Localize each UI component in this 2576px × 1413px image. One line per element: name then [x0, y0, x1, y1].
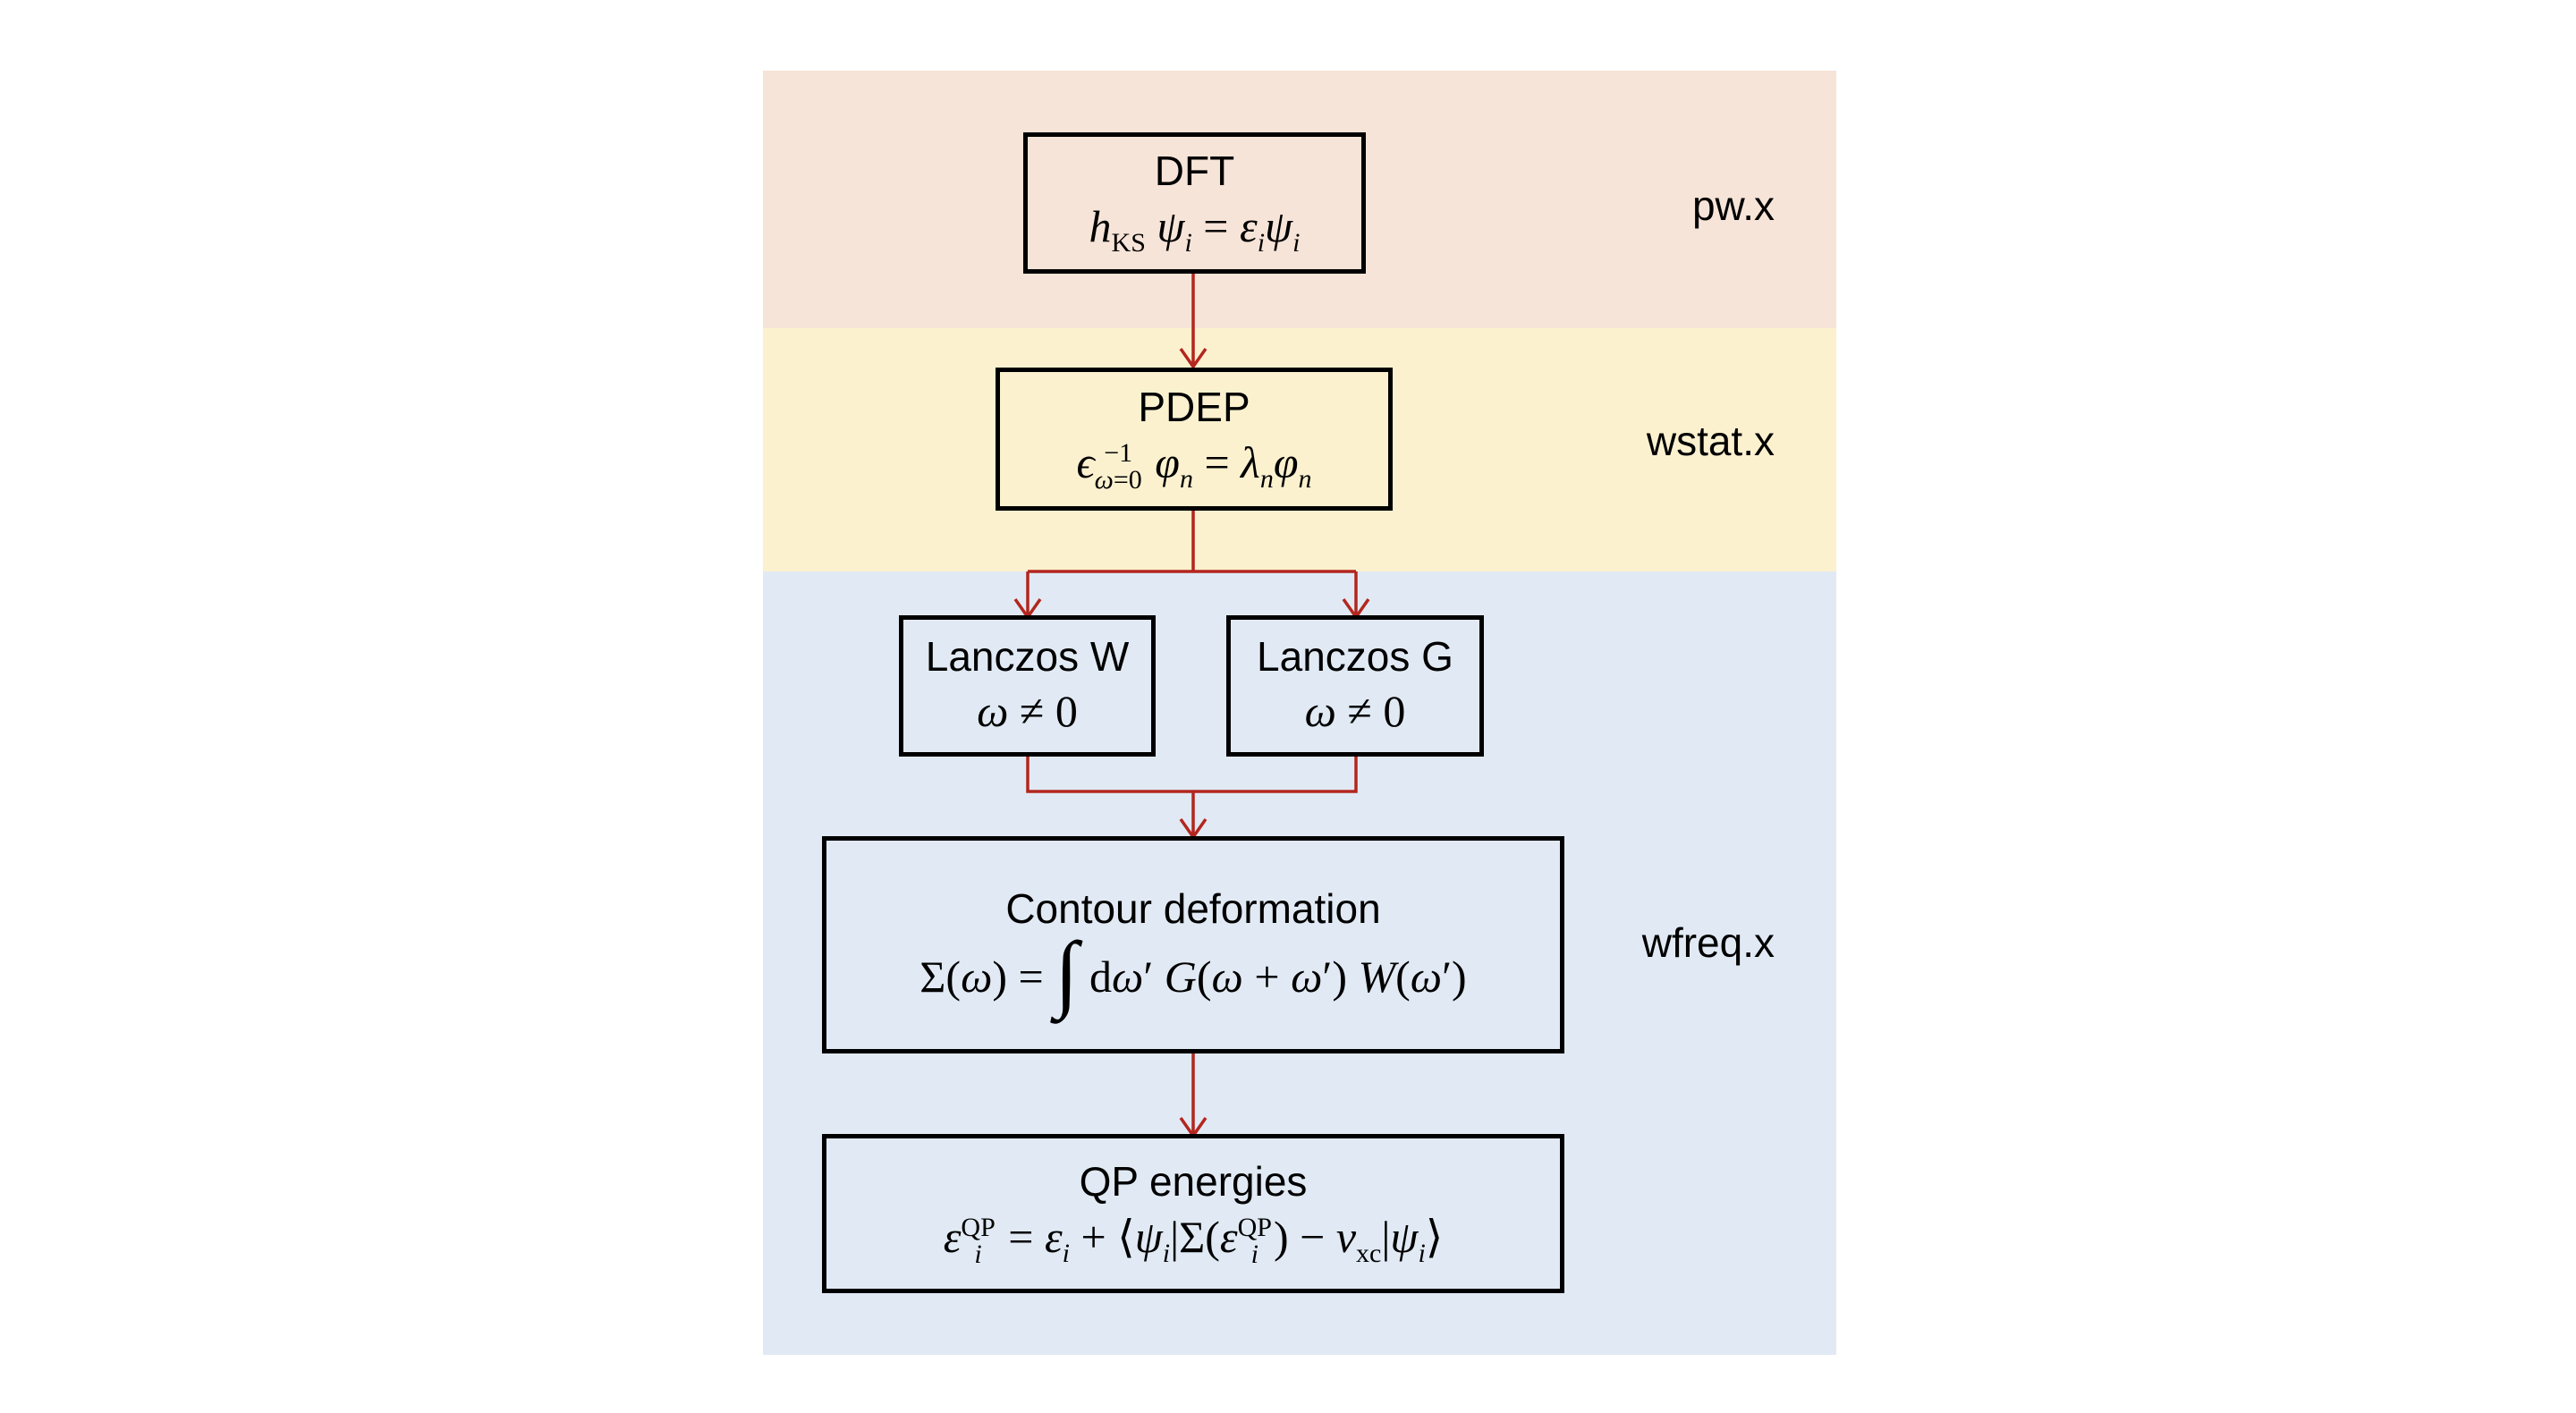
pw-program-label: pw.x: [1691, 182, 1775, 229]
dft-title: DFT: [1154, 148, 1235, 195]
dft-box: DFT hKS ψi = εiψi: [1023, 132, 1366, 274]
wfreq-stage-band: [763, 571, 1836, 1355]
lanczos-w-equation: ω ≠ 0: [977, 686, 1078, 737]
lanczos-w-box: Lanczos W ω ≠ 0: [899, 615, 1156, 757]
arrow-lanczos-merge: [1026, 754, 1358, 793]
dft-equation: hKS ψi = εiψi: [1089, 200, 1301, 258]
wstat-program-label: wstat.x: [1646, 418, 1775, 464]
lanczos-g-title: Lanczos G: [1257, 632, 1453, 680]
wfreq-program-label: wfreq.x: [1641, 919, 1775, 966]
pw-stage-band: [763, 71, 1836, 328]
lanczos-w-title: Lanczos W: [925, 632, 1130, 680]
lanczos-g-box: Lanczos G ω ≠ 0: [1226, 615, 1484, 757]
contour-equation: Σ(ω) = ∫ dω′ G(ω + ω′) W(ω′): [919, 923, 1467, 1020]
contour-title: Contour deformation: [1005, 885, 1381, 933]
arrow-pdep-branch: [1028, 510, 1356, 573]
qp-title: QP energies: [1079, 1158, 1308, 1206]
contour-box: Contour deformation Σ(ω) = ∫ dω′ G(ω + ω…: [822, 836, 1564, 1053]
pdep-title: PDEP: [1138, 384, 1250, 431]
lanczos-g-equation: ω ≠ 0: [1304, 686, 1406, 737]
arrow-dft-to-pdep-head: [1179, 347, 1208, 370]
